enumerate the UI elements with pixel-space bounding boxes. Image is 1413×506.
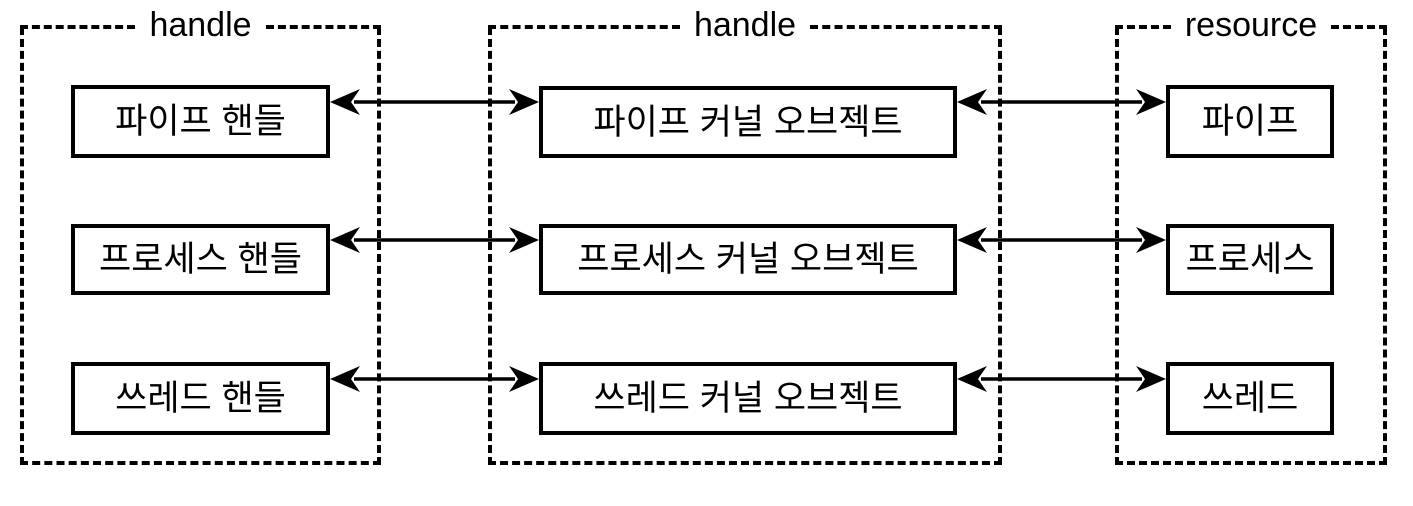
group-label-handle-group-left: handle xyxy=(135,8,266,42)
node-process-kernel-object: 프로세스 커널 오브젝트 xyxy=(539,224,957,295)
dashed-border-bottom xyxy=(20,461,381,465)
node-label: 쓰레드 커널 오브젝트 xyxy=(593,379,903,418)
dashed-border-segment xyxy=(1331,25,1387,29)
dashed-border-left xyxy=(488,27,492,465)
dashed-border-segment xyxy=(265,25,382,29)
dashed-border-segment xyxy=(488,25,680,29)
node-process: 프로세스 xyxy=(1166,224,1334,295)
node-label: 파이프 커널 오브젝트 xyxy=(593,102,903,142)
dashed-border-right xyxy=(1383,27,1387,465)
node-label: 프로세스 xyxy=(1185,240,1315,279)
node-thread: 쓰레드 xyxy=(1166,362,1334,435)
node-process-handle: 프로세스 핸들 xyxy=(71,224,330,295)
group-label-handle-group-middle: handle xyxy=(679,8,811,42)
node-label: 프로세스 커널 오브젝트 xyxy=(577,240,919,279)
node-pipe-kernel-object: 파이프 커널 오브젝트 xyxy=(539,86,957,158)
dashed-border-segment xyxy=(1115,25,1171,29)
node-label: 프로세스 핸들 xyxy=(99,240,302,279)
node-pipe-handle: 파이프 핸들 xyxy=(71,85,330,158)
node-label: 파이프 xyxy=(1201,102,1299,141)
dashed-border-left xyxy=(1115,27,1119,465)
dashed-border-left xyxy=(20,27,24,465)
dashed-border-bottom xyxy=(1115,461,1387,465)
dashed-border-segment xyxy=(810,25,1003,29)
node-pipe: 파이프 xyxy=(1166,85,1334,158)
node-label: 쓰레드 xyxy=(1201,379,1299,418)
dashed-border-right xyxy=(377,27,381,465)
node-label: 파이프 핸들 xyxy=(115,102,286,141)
dashed-border-bottom xyxy=(488,461,1002,465)
node-thread-handle: 쓰레드 핸들 xyxy=(71,362,330,435)
dashed-border-segment xyxy=(20,25,136,29)
group-label-resource-group: resource xyxy=(1170,8,1332,42)
node-thread-kernel-object: 쓰레드 커널 오브젝트 xyxy=(539,362,957,435)
dashed-border-right xyxy=(998,27,1002,465)
node-label: 쓰레드 핸들 xyxy=(115,379,286,418)
